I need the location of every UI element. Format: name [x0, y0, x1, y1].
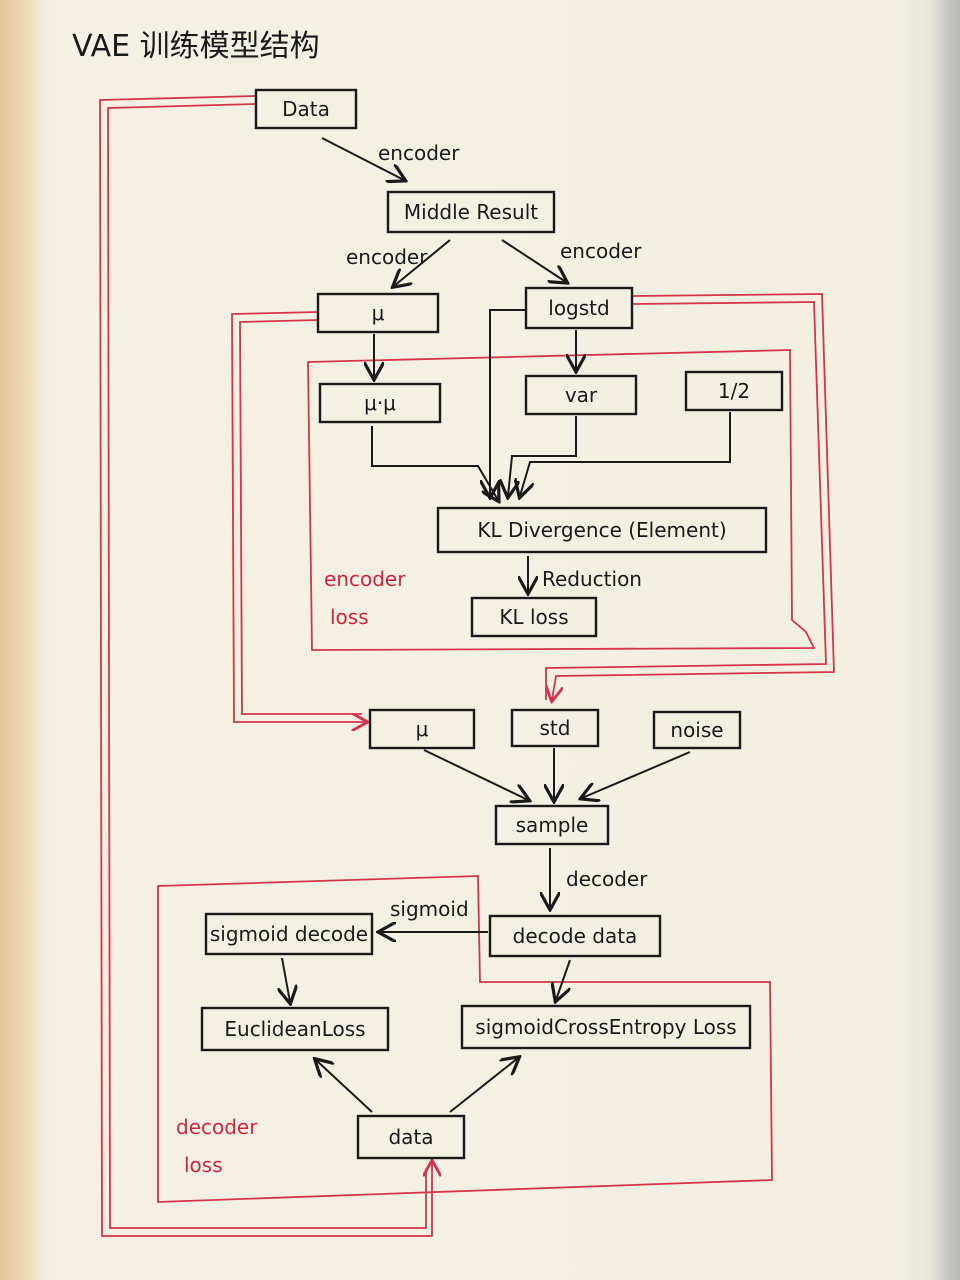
node-mu-mu: μ·μ [318, 382, 442, 424]
decoder-loss-label-1: decoder [176, 1115, 258, 1139]
data-wrap-red-line-2 [107, 103, 427, 1229]
edge-mumu-to-kl [371, 426, 498, 500]
node-decode-data: decode data [488, 914, 662, 958]
edge-middle-to-mu-label: encoder [346, 245, 428, 269]
edge-data-to-ce [449, 1058, 518, 1113]
node-euclidean-loss-label: EuclideanLoss [224, 1017, 365, 1041]
edge-half-to-kl [520, 412, 731, 496]
edge-decode-to-sigmoid-label: sigmoid [390, 897, 469, 921]
encoder-loss-region [307, 349, 816, 651]
encoder-loss-label-2: loss [330, 605, 369, 629]
node-data-top-label: Data [282, 97, 330, 121]
node-data-bottom-label: data [388, 1125, 433, 1149]
edge-data-to-euclid [316, 1060, 373, 1113]
node-kl-divergence-label: KL Divergence (Element) [477, 518, 726, 542]
node-var-label: var [565, 383, 598, 407]
edge-sample-to-decode-label: decoder [566, 867, 648, 891]
node-mu-mid-label: μ [416, 717, 429, 741]
node-sample: sample [494, 804, 610, 846]
encoder-loss-label-1: encoder [324, 567, 406, 591]
logstd-route-red-line-2 [545, 301, 827, 700]
node-noise: noise [652, 710, 742, 750]
node-data-top: Data [254, 88, 358, 130]
edge-decode-to-ce [556, 959, 571, 1000]
edge-data-to-middle-label: encoder [378, 141, 460, 165]
edge-mu-to-sample [423, 749, 528, 800]
node-logstd-label: logstd [548, 296, 609, 320]
node-euclidean-loss: EuclideanLoss [200, 1006, 390, 1052]
node-sigmoid-ce-loss: sigmoidCrossEntropy Loss [460, 1004, 752, 1050]
node-half: 1/2 [684, 370, 784, 412]
node-noise-label: noise [670, 718, 723, 742]
edge-kl-to-klloss-label: Reduction [542, 567, 642, 591]
diagram-title: VAE 训练模型结构 [72, 29, 320, 64]
node-kl-divergence: KL Divergence (Element) [436, 506, 768, 554]
mu-route-red-line-2 [239, 319, 362, 715]
node-var: var [524, 374, 638, 416]
edge-sigmoid-to-euclid [282, 957, 290, 1002]
node-sigmoid-decode: sigmoid decode [204, 912, 374, 956]
data-wrap-red-line [99, 95, 432, 1237]
decoder-loss-label-2: loss [184, 1153, 223, 1177]
node-sample-label: sample [516, 813, 589, 837]
node-std-label: std [540, 716, 571, 740]
node-mu-top-label: μ [372, 301, 385, 325]
node-sigmoid-decode-label: sigmoid decode [210, 922, 368, 946]
logstd-route-red-line [552, 293, 835, 700]
node-sigmoid-ce-loss-label: sigmoidCrossEntropy Loss [475, 1015, 736, 1039]
edge-data-to-middle [321, 137, 404, 180]
edge-var-to-kl [508, 416, 577, 496]
node-mu-mu-label: μ·μ [364, 391, 396, 415]
edge-noise-to-sample [582, 751, 691, 798]
node-decode-data-label: decode data [513, 924, 638, 948]
node-middle-result-label: Middle Result [404, 200, 538, 224]
node-std: std [510, 708, 600, 748]
node-mu-top: μ [316, 292, 440, 334]
node-data-bottom: data [356, 1114, 466, 1160]
node-logstd: logstd [524, 286, 634, 330]
node-half-label: 1/2 [718, 379, 750, 403]
node-kl-loss: KL loss [470, 596, 598, 638]
page-edge-right [930, 0, 960, 1280]
edge-middle-to-logstd-label: encoder [560, 239, 642, 263]
decoder-loss-region [157, 875, 773, 1203]
page-edge-left [0, 0, 46, 1280]
node-middle-result: Middle Result [386, 190, 556, 234]
node-kl-loss-label: KL loss [499, 605, 568, 629]
mu-route-red-line [231, 311, 366, 722]
edge-middle-to-mu [394, 239, 451, 286]
edge-middle-to-logstd [501, 239, 566, 282]
edge-logstd-to-kl [490, 309, 526, 496]
node-mu-mid: μ [368, 708, 476, 750]
